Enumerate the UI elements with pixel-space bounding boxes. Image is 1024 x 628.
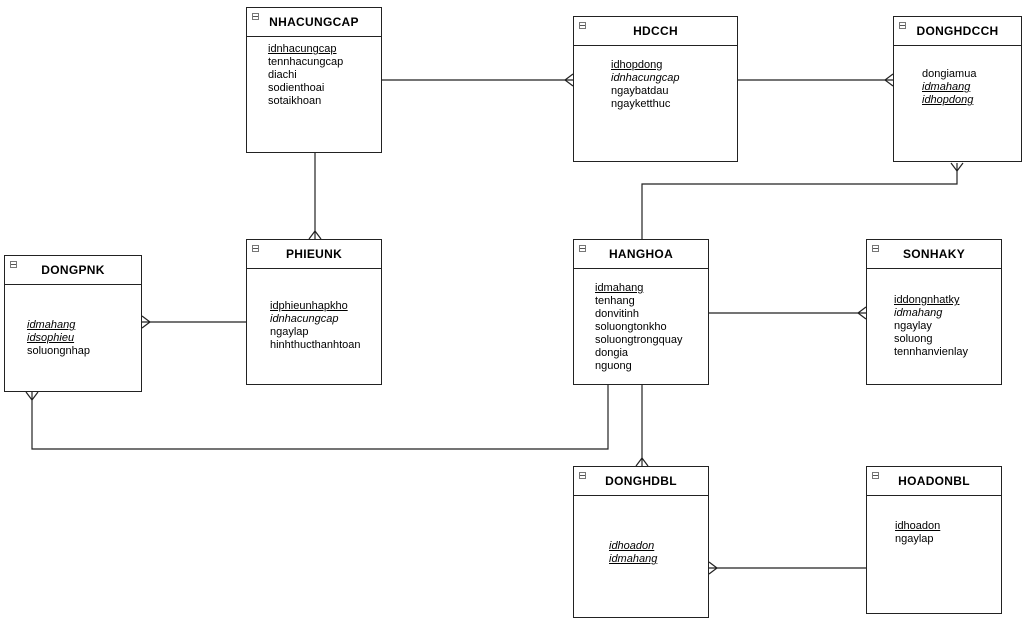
attribute-soluongtrongquay: soluongtrongquay: [595, 334, 683, 346]
entity-header[interactable]: NHACUNGCAP: [247, 8, 381, 37]
attribute-tennhanvienlay: tennhanvienlay: [894, 346, 969, 358]
collapse-icon[interactable]: [252, 245, 259, 252]
entity-header[interactable]: PHIEUNK: [247, 240, 381, 269]
rel-hanghoa-donghdcch: [641, 162, 964, 239]
entity-title: DONGPNK: [41, 263, 105, 277]
attribute-idmahang: idmahang: [922, 81, 971, 93]
attribute-ngaybatdau: ngaybatdau: [611, 85, 669, 97]
entity-title: DONGHDBL: [605, 474, 677, 488]
collapse-icon[interactable]: [252, 13, 259, 20]
collapse-icon[interactable]: [872, 472, 879, 479]
collapse-icon[interactable]: [10, 261, 17, 268]
attribute-soluong: soluong: [894, 333, 933, 345]
attribute-ngaylap: ngaylap: [270, 326, 309, 338]
entity-title: HOADONBL: [898, 474, 970, 488]
entity-header[interactable]: HANGHOA: [574, 240, 708, 269]
entity-title: HDCCH: [633, 24, 678, 38]
collapse-icon[interactable]: [872, 245, 879, 252]
attribute-idnhacungcap: idnhacungcap: [611, 72, 680, 84]
collapse-icon[interactable]: [899, 22, 906, 29]
rel-phieunk-dongpnk: [141, 315, 246, 329]
entity-header[interactable]: DONGHDBL: [574, 467, 708, 496]
attribute-nguong: nguong: [595, 360, 632, 372]
attribute-soluongnhap: soluongnhap: [27, 345, 91, 357]
entity-title: NHACUNGCAP: [269, 15, 359, 29]
attribute-idmahang: idmahang: [609, 553, 658, 565]
attribute-ngayketthuc: ngayketthuc: [611, 98, 671, 110]
entity-header[interactable]: HDCCH: [574, 17, 737, 46]
entity-header[interactable]: SONHAKY: [867, 240, 1001, 269]
entity-header[interactable]: DONGHDCCH: [894, 17, 1021, 46]
attribute-idmahang: idmahang: [894, 307, 943, 319]
attribute-idhoadon: idhoadon: [895, 520, 941, 532]
attribute-soluongtonkho: soluongtonkho: [595, 321, 667, 333]
attribute-idmahang: idmahang: [595, 282, 644, 294]
rel-hdcch-donghdcch: [738, 73, 894, 87]
attribute-idnhacungcap: idnhacungcap: [270, 313, 339, 325]
rel-hanghoa-sonhaky: [709, 306, 867, 320]
entity-title: PHIEUNK: [285, 247, 343, 261]
attribute-sotaikhoan: sotaikhoan: [268, 95, 322, 107]
attribute-tennhacungcap: tennhacungcap: [268, 56, 344, 68]
attribute-iddongnhatky: iddongnhatky: [894, 294, 960, 306]
attribute-diachi: diachi: [268, 69, 297, 81]
collapse-icon[interactable]: [579, 22, 586, 29]
rel-hanghoa-dongpnk: [25, 385, 609, 450]
attribute-idnhacungcap: idnhacungcap: [268, 43, 337, 55]
rel-hanghoa-donghdbl: [635, 385, 649, 467]
attribute-idmahang: idmahang: [27, 319, 76, 331]
attribute-tenhang: tenhang: [595, 295, 635, 307]
attribute-idphieunhapkho: idphieunhapkho: [270, 300, 348, 312]
collapse-icon[interactable]: [579, 245, 586, 252]
rel-hoadonbl-donghdbl: [708, 561, 866, 575]
entity-header[interactable]: DONGPNK: [5, 256, 141, 285]
attribute-idhoadon: idhoadon: [609, 540, 655, 552]
rel-nhacungcap-hdcch: [382, 73, 574, 87]
attribute-dongiamua: dongiamua: [922, 68, 977, 80]
attribute-hinhthucthanhtoan: hinhthucthanhtoan: [270, 339, 361, 351]
attribute-ngaylap: ngaylap: [895, 533, 934, 545]
rel-nhacungcap-phieunk: [308, 153, 322, 240]
attribute-donvitinh: donvitinh: [595, 308, 640, 320]
attribute-idhopdong: idhopdong: [922, 94, 974, 106]
entity-title: SONHAKY: [902, 247, 966, 261]
entity-title: DONGHDCCH: [916, 24, 999, 38]
attribute-idsophieu: idsophieu: [27, 332, 75, 344]
entity-title: HANGHOA: [608, 247, 674, 261]
attribute-sodienthoai: sodienthoai: [268, 82, 325, 94]
attribute-ngaylay: ngaylay: [894, 320, 932, 332]
attribute-dongia: dongia: [595, 347, 629, 359]
collapse-icon[interactable]: [579, 472, 586, 479]
entity-header[interactable]: HOADONBL: [867, 467, 1001, 496]
attribute-idhopdong: idhopdong: [611, 59, 663, 71]
